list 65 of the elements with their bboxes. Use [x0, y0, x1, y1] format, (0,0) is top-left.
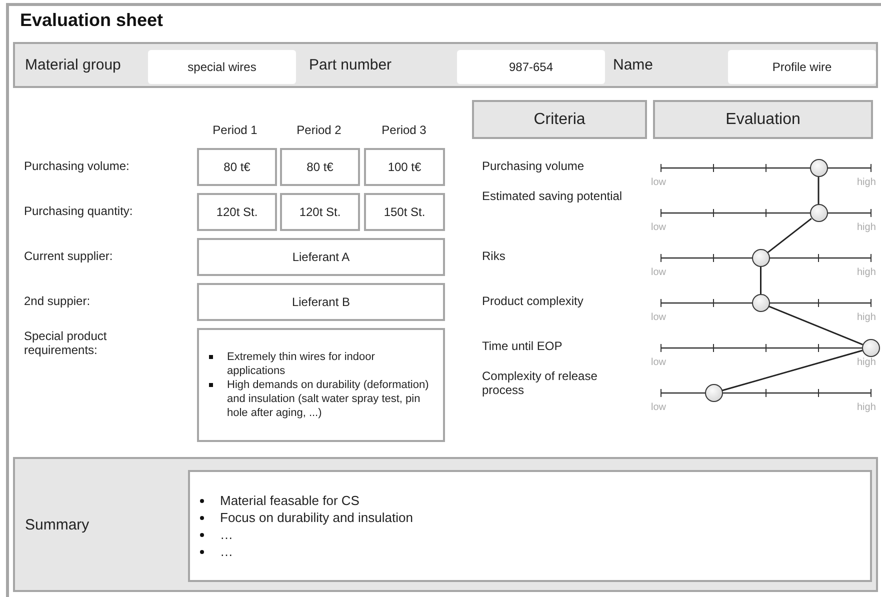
- value-cell: 120t St.: [280, 193, 360, 231]
- criterion-label: Complexity of release process: [482, 369, 598, 397]
- criterion-label: Estimated saving potential: [482, 189, 624, 203]
- field-label: Material group: [25, 56, 121, 74]
- field-label: Name: [613, 56, 654, 74]
- summary-box: [188, 470, 872, 582]
- scale-end-label: high: [857, 312, 876, 323]
- scale-end-label: high: [857, 222, 876, 233]
- value-cell: 80 t€: [280, 148, 360, 186]
- value-cell: 150t St.: [364, 193, 445, 231]
- input-field: 987-654: [457, 50, 605, 84]
- rating-marker: [704, 384, 722, 402]
- criterion-label: Time until EOP: [482, 339, 564, 353]
- row-label: Special product requirements:: [24, 329, 108, 357]
- column-label: Period 2: [296, 123, 342, 137]
- rating-marker: [810, 159, 828, 177]
- connector-line: [760, 267, 762, 294]
- criterion-label: Product complexity: [482, 294, 584, 308]
- input-field: special wires: [148, 50, 296, 84]
- connector-line: [818, 177, 820, 204]
- scale-end-label: low: [651, 312, 666, 323]
- value-cell: 80 t€: [197, 148, 277, 186]
- row-label: Current supplier:: [24, 249, 113, 263]
- column-label: Period 1: [212, 123, 258, 137]
- input-field: Profile wire: [728, 50, 876, 84]
- connector-line: [767, 218, 812, 254]
- bullet-text: High demands on durability (deformation) and insulation (salt water spray test, pin hole after aging, ...): [227, 379, 429, 419]
- rating-marker: [752, 249, 770, 267]
- header-band: [13, 42, 878, 88]
- value-cell: 120t St.: [197, 193, 277, 231]
- connector-line: [722, 350, 863, 392]
- connector-line: [768, 306, 863, 346]
- scale-end-label: high: [857, 177, 876, 188]
- row-label: 2nd suppier:: [24, 294, 90, 308]
- scale-end-label: low: [651, 267, 666, 278]
- sheet-title: Evaluation sheet: [20, 10, 164, 31]
- summary-band: [13, 457, 878, 592]
- scale-end-label: low: [651, 402, 666, 413]
- bullet-text: Material feasable for CS: [220, 493, 360, 508]
- scale-end-label: low: [651, 177, 666, 188]
- value-cell: Lieferant B: [197, 283, 445, 321]
- value-cell: Lieferant A: [197, 238, 445, 276]
- rating-marker: [862, 339, 880, 357]
- scale-end-label: low: [651, 222, 666, 233]
- field-label: Part number: [309, 56, 392, 74]
- scale-end-label: high: [857, 402, 876, 413]
- criterion-label: Riks: [482, 249, 506, 263]
- bullet-text: Focus on durability and insulation: [220, 510, 413, 525]
- column-header: Criteria: [472, 100, 647, 139]
- column-label: Period 3: [380, 123, 428, 137]
- bullet-text: …: [220, 544, 233, 559]
- value-cell: 100 t€: [364, 148, 445, 186]
- bullet-text: Extremely thin wires for indoor applications: [227, 351, 375, 377]
- scale-end-label: high: [857, 267, 876, 278]
- field-label: Summary: [25, 516, 90, 533]
- column-header: Evaluation: [653, 100, 873, 139]
- criterion-label: Purchasing volume: [482, 159, 586, 173]
- rating-marker: [810, 204, 828, 222]
- scale-end-label: high: [857, 357, 876, 368]
- row-label: Purchasing quantity:: [24, 204, 133, 218]
- bullet-text: …: [220, 527, 233, 542]
- row-label: Purchasing volume:: [24, 159, 130, 173]
- scale-end-label: low: [651, 357, 666, 368]
- requirements-box: [197, 328, 445, 442]
- rating-marker: [752, 294, 770, 312]
